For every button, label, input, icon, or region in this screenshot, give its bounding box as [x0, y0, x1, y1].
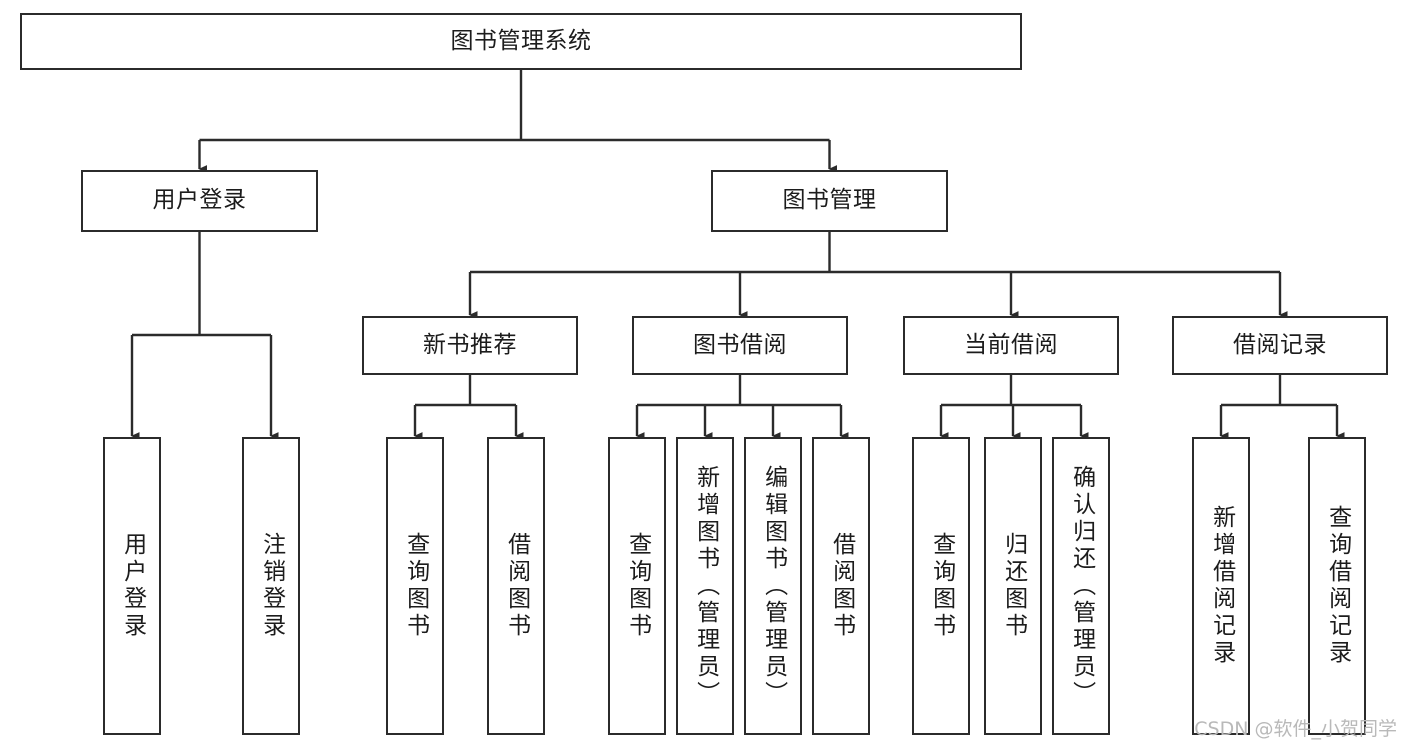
node-c-confirm[interactable]: 确认归还（管理员）: [1052, 437, 1110, 735]
node-bookmgr[interactable]: 图书管理: [711, 170, 948, 232]
node-b-query[interactable]: 查询图书: [608, 437, 666, 735]
node-label: 编辑图书（管理员）: [760, 464, 787, 708]
node-r-add[interactable]: 新增借阅记录: [1192, 437, 1250, 735]
node-label: 确认归还（管理员）: [1068, 464, 1095, 708]
node-label: 图书管理: [782, 187, 877, 214]
node-login[interactable]: 用户登录: [81, 170, 318, 232]
node-b-borrow[interactable]: 借阅图书: [812, 437, 870, 735]
node-c-query[interactable]: 查询图书: [912, 437, 970, 735]
node-l-logout[interactable]: 注销登录: [242, 437, 300, 735]
node-records[interactable]: 借阅记录: [1172, 316, 1388, 375]
node-newbook[interactable]: 新书推荐: [362, 316, 578, 375]
node-label: 用户登录: [152, 187, 247, 214]
node-label: 图书管理系统: [450, 27, 592, 54]
node-b-add[interactable]: 新增图书（管理员）: [676, 437, 734, 735]
node-label: 借阅图书: [828, 532, 855, 640]
node-borrow[interactable]: 图书借阅: [632, 316, 848, 375]
node-root[interactable]: 图书管理系统: [20, 13, 1022, 70]
node-c-return[interactable]: 归还图书: [984, 437, 1042, 735]
node-n-borrow[interactable]: 借阅图书: [487, 437, 545, 735]
node-label: 图书借阅: [693, 331, 787, 358]
node-b-edit[interactable]: 编辑图书（管理员）: [744, 437, 802, 735]
node-label: 查询借阅记录: [1324, 505, 1351, 667]
watermark-text: CSDN @软件_小贺同学: [1194, 718, 1397, 740]
node-n-query[interactable]: 查询图书: [386, 437, 444, 735]
node-label: 新增借阅记录: [1208, 505, 1235, 667]
node-r-query[interactable]: 查询借阅记录: [1308, 437, 1366, 735]
node-label: 归还图书: [1000, 532, 1027, 640]
node-label: 用户登录: [119, 532, 146, 640]
node-label: 借阅记录: [1233, 331, 1327, 358]
node-l-login[interactable]: 用户登录: [103, 437, 161, 735]
node-label: 注销登录: [258, 532, 285, 640]
node-label: 查询图书: [624, 532, 651, 640]
node-label: 查询图书: [928, 532, 955, 640]
node-current[interactable]: 当前借阅: [903, 316, 1119, 375]
node-label: 新书推荐: [423, 331, 517, 358]
node-label: 新增图书（管理员）: [692, 464, 719, 708]
node-label: 借阅图书: [503, 532, 530, 640]
node-label: 当前借阅: [964, 331, 1058, 358]
node-label: 查询图书: [402, 532, 429, 640]
